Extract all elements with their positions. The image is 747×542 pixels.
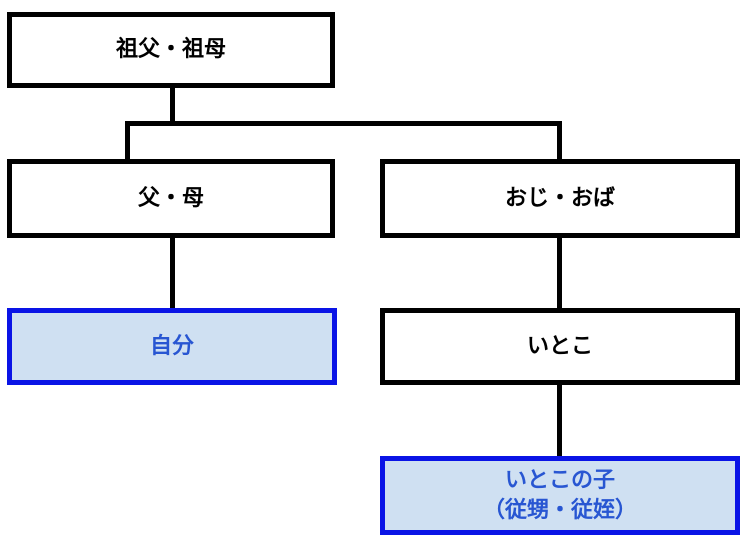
self-label: 自分: [149, 333, 194, 359]
parents-box: 父・母: [7, 159, 335, 238]
connector-cousin-to-child: [557, 382, 562, 458]
connector-horizontal-branch: [125, 121, 562, 126]
connector-parents-to-self: [170, 235, 175, 310]
connector-to-parents: [125, 121, 130, 161]
connector-grandparents-down: [170, 85, 175, 126]
connector-uncle-aunt-to-cousin: [557, 235, 562, 310]
parents-label: 父・母: [137, 185, 204, 211]
cousin-label: いとこ: [526, 333, 593, 359]
uncle-aunt-label: おじ・おば: [504, 185, 615, 211]
uncle-aunt-box: おじ・おば: [380, 159, 740, 238]
grandparents-box: 祖父・祖母: [7, 12, 335, 88]
connector-to-uncle-aunt: [557, 121, 562, 161]
cousins-child-sublabel: （従甥・従姪）: [482, 497, 637, 523]
cousins-child-label: いとこの子: [504, 467, 615, 493]
grandparents-label: 祖父・祖母: [115, 37, 226, 63]
cousin-box: いとこ: [380, 308, 740, 385]
self-box: 自分: [7, 308, 337, 385]
cousins-child-box: いとこの子 （従甥・従姪）: [380, 456, 740, 535]
